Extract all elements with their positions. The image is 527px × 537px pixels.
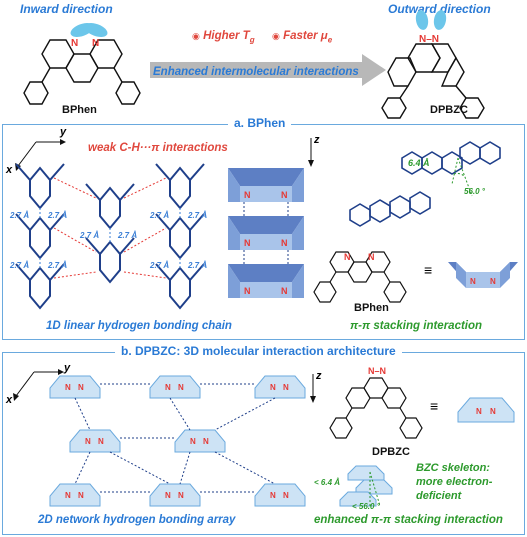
equivalence-symbol: ≡ xyxy=(424,262,433,278)
enhanced-interactions-text: Enhanced intermolecular interactions xyxy=(153,66,359,78)
svg-text:N: N xyxy=(490,277,496,286)
higher-tg: Higher T xyxy=(203,30,250,42)
dist-label: 2.7 Å xyxy=(117,231,137,240)
axis-b-z: z xyxy=(316,370,322,382)
dpbzc-structure: N–N xyxy=(381,10,485,119)
svg-text:N: N xyxy=(490,407,496,416)
bullet-icon: ◉ xyxy=(192,31,200,41)
axes-b xyxy=(13,369,64,401)
panel-a-caption-left: 1D linear hydrogen bonding chain xyxy=(46,320,232,332)
dpbzc-name: DPBZC xyxy=(430,104,468,116)
panel-a-caption-right: π-π stacking interaction xyxy=(350,320,483,332)
higher-tg-row: ◉ Higher Tg xyxy=(192,30,255,44)
dist-label: 2.7 Å xyxy=(9,211,29,220)
faster-mu-row: ◉ Faster μe xyxy=(272,30,332,44)
svg-text:N: N xyxy=(344,252,351,262)
axis-a-x: x xyxy=(6,164,13,176)
svg-text:N: N xyxy=(244,238,251,248)
axis-b-y: y xyxy=(64,362,71,374)
bphen-n-right: N xyxy=(92,38,99,49)
lt-angle-label: < 56.0 ° xyxy=(352,502,380,511)
faster-mu-sub: e xyxy=(327,35,333,45)
dpbzc-trap-icon: N N xyxy=(457,397,515,423)
bphen-small-label: BPhen xyxy=(354,302,389,314)
dist-label: 2.7 Å xyxy=(187,261,207,270)
dist-label: 2.7 Å xyxy=(187,211,207,220)
svg-text:N: N xyxy=(476,407,482,416)
axis-b-x: x xyxy=(6,394,13,406)
dpbzc-small-label: DPBZC xyxy=(372,446,410,458)
bphen-structure: N N xyxy=(23,23,141,105)
higher-tg-sub: g xyxy=(249,35,255,45)
dpbzc-nn: N–N xyxy=(419,34,439,45)
axis-a-y: y xyxy=(60,126,67,138)
inward-direction-label: Inward direction xyxy=(20,2,113,16)
bullet-icon: ◉ xyxy=(272,31,280,41)
axis-a-z: z xyxy=(314,134,320,146)
dist-label: 2.7 Å xyxy=(9,261,29,270)
direction-arrow xyxy=(150,54,386,86)
svg-text:N: N xyxy=(281,190,288,200)
equivalence-symbol-b: ≡ xyxy=(430,398,439,414)
dist-label: 2.7 Å xyxy=(79,231,99,240)
weak-ch-label: weak C-H···π interactions xyxy=(88,142,228,154)
dist-label: 2.7 Å xyxy=(149,261,169,270)
bzc-note-1: BZC skeleton: xyxy=(416,462,490,474)
lt-dist-label: < 6.4 Å xyxy=(314,478,341,487)
bphen-n-left: N xyxy=(71,38,78,49)
bphen-slab-icon: N N xyxy=(448,262,518,288)
dist-label: 2.7 Å xyxy=(47,261,67,270)
panel-a-title: a. BPhen xyxy=(228,116,292,130)
panel-b-caption-left: 2D network hydrogen bonding array xyxy=(38,514,236,526)
bphen-small-structure: N N xyxy=(313,251,407,303)
crystal-packing-bphen: 2.7 Å 2.7 Å 2.7 Å 2.7 Å 2.7 Å 2.7 Å 2.7 … xyxy=(9,163,207,310)
svg-text:N: N xyxy=(470,277,476,286)
dpbzc-2d-network: N N xyxy=(49,375,306,507)
svg-text:N: N xyxy=(244,286,251,296)
faster-mu: Faster μ xyxy=(283,30,328,42)
panel-b-caption-right: enhanced π-π stacking interaction xyxy=(314,514,503,526)
angle-dist-label: 6.4 Å xyxy=(408,158,430,168)
svg-text:N: N xyxy=(281,238,288,248)
svg-text:N: N xyxy=(368,252,375,262)
svg-text:N: N xyxy=(281,286,288,296)
axis-z-a-arrow xyxy=(308,138,314,167)
panel-b-title: b. DPBZC: 3D molecular interaction archi… xyxy=(115,344,402,358)
svg-text:N: N xyxy=(244,190,251,200)
bphen-name: BPhen xyxy=(62,104,97,116)
bzc-note-2: more electron- xyxy=(416,476,493,488)
angle-label: 56.0 ° xyxy=(464,187,486,196)
pi-stack-crystal: 6.4 Å 56.0 ° xyxy=(349,141,501,227)
dist-label: 2.7 Å xyxy=(47,211,67,220)
dist-label: 2.7 Å xyxy=(149,211,169,220)
svg-text:N–N: N–N xyxy=(368,366,386,376)
axis-z-b-arrow xyxy=(310,374,316,403)
dpbzc-small-structure: N–N xyxy=(329,366,423,439)
outward-direction-label: Outward direction xyxy=(388,2,491,16)
bzc-note-3: deficient xyxy=(416,490,462,502)
stacked-slabs-a: N N N N N N xyxy=(228,168,304,298)
dpbzc-stacking-icon xyxy=(339,465,393,507)
